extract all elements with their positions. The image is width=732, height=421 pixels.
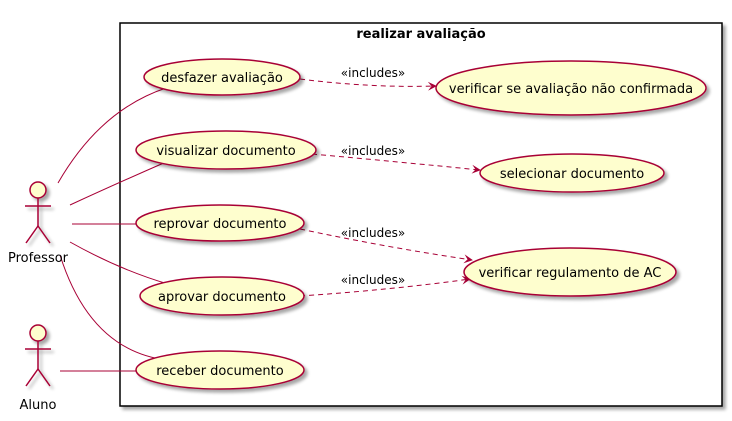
use-case-label: reprovar documento: [153, 217, 286, 232]
use-case-label: verificar se avaliação não confirmada: [449, 82, 693, 97]
association-professor-desfazer: [57, 87, 167, 184]
use-case-label: visualizar documento: [156, 144, 295, 159]
use-case-label: selecionar documento: [500, 167, 644, 182]
stick-figure-icon: [25, 324, 51, 387]
include-label: «includes»: [341, 144, 405, 158]
use-case-reprovar-documento: reprovar documento: [135, 204, 305, 242]
include-desfazer-verificar: [299, 78, 437, 91]
use-case-verificar-regulamento-de-ac: verificar regulamento de AC: [463, 247, 677, 297]
use-case-label: receber documento: [156, 364, 284, 379]
include-label: «includes»: [341, 66, 405, 80]
include-label: «includes»: [341, 226, 405, 240]
include-label: «includes»: [341, 273, 405, 287]
use-case-label: verificar regulamento de AC: [479, 266, 662, 281]
association-professor-visualizar: [69, 161, 167, 206]
association-professor-aprovar: [69, 241, 169, 285]
associations: [57, 87, 169, 372]
include-relations: [299, 78, 481, 297]
include-visualizar-selecionar: [311, 153, 481, 174]
use-case-desfazer-avaliacao: desfazer avaliação: [143, 58, 301, 96]
actor-aluno: Aluno: [20, 324, 57, 413]
include-aprovar-regulamento: [299, 275, 471, 297]
use-case-label: desfazer avaliação: [161, 71, 283, 86]
use-case-label: aprovar documento: [158, 290, 286, 305]
use-case-selecionar-documento: selecionar documento: [479, 153, 665, 193]
actor-professor: Professor: [8, 181, 69, 266]
actor-label: Professor: [8, 251, 69, 266]
association-professor-receber: [59, 254, 167, 361]
use-case-aprovar-documento: aprovar documento: [139, 276, 305, 316]
actor-label: Aluno: [20, 398, 57, 413]
stick-figure-icon: [25, 181, 51, 244]
use-case-verificar-avaliacao-nao-confirmada: verificar se avaliação não confirmada: [435, 60, 707, 116]
system-title: realizar avaliação: [356, 27, 485, 42]
include-reprovar-regulamento: [299, 228, 473, 264]
use-case-receber-documento: receber documento: [135, 350, 305, 390]
use-case-visualizar-documento: visualizar documento: [135, 130, 317, 170]
